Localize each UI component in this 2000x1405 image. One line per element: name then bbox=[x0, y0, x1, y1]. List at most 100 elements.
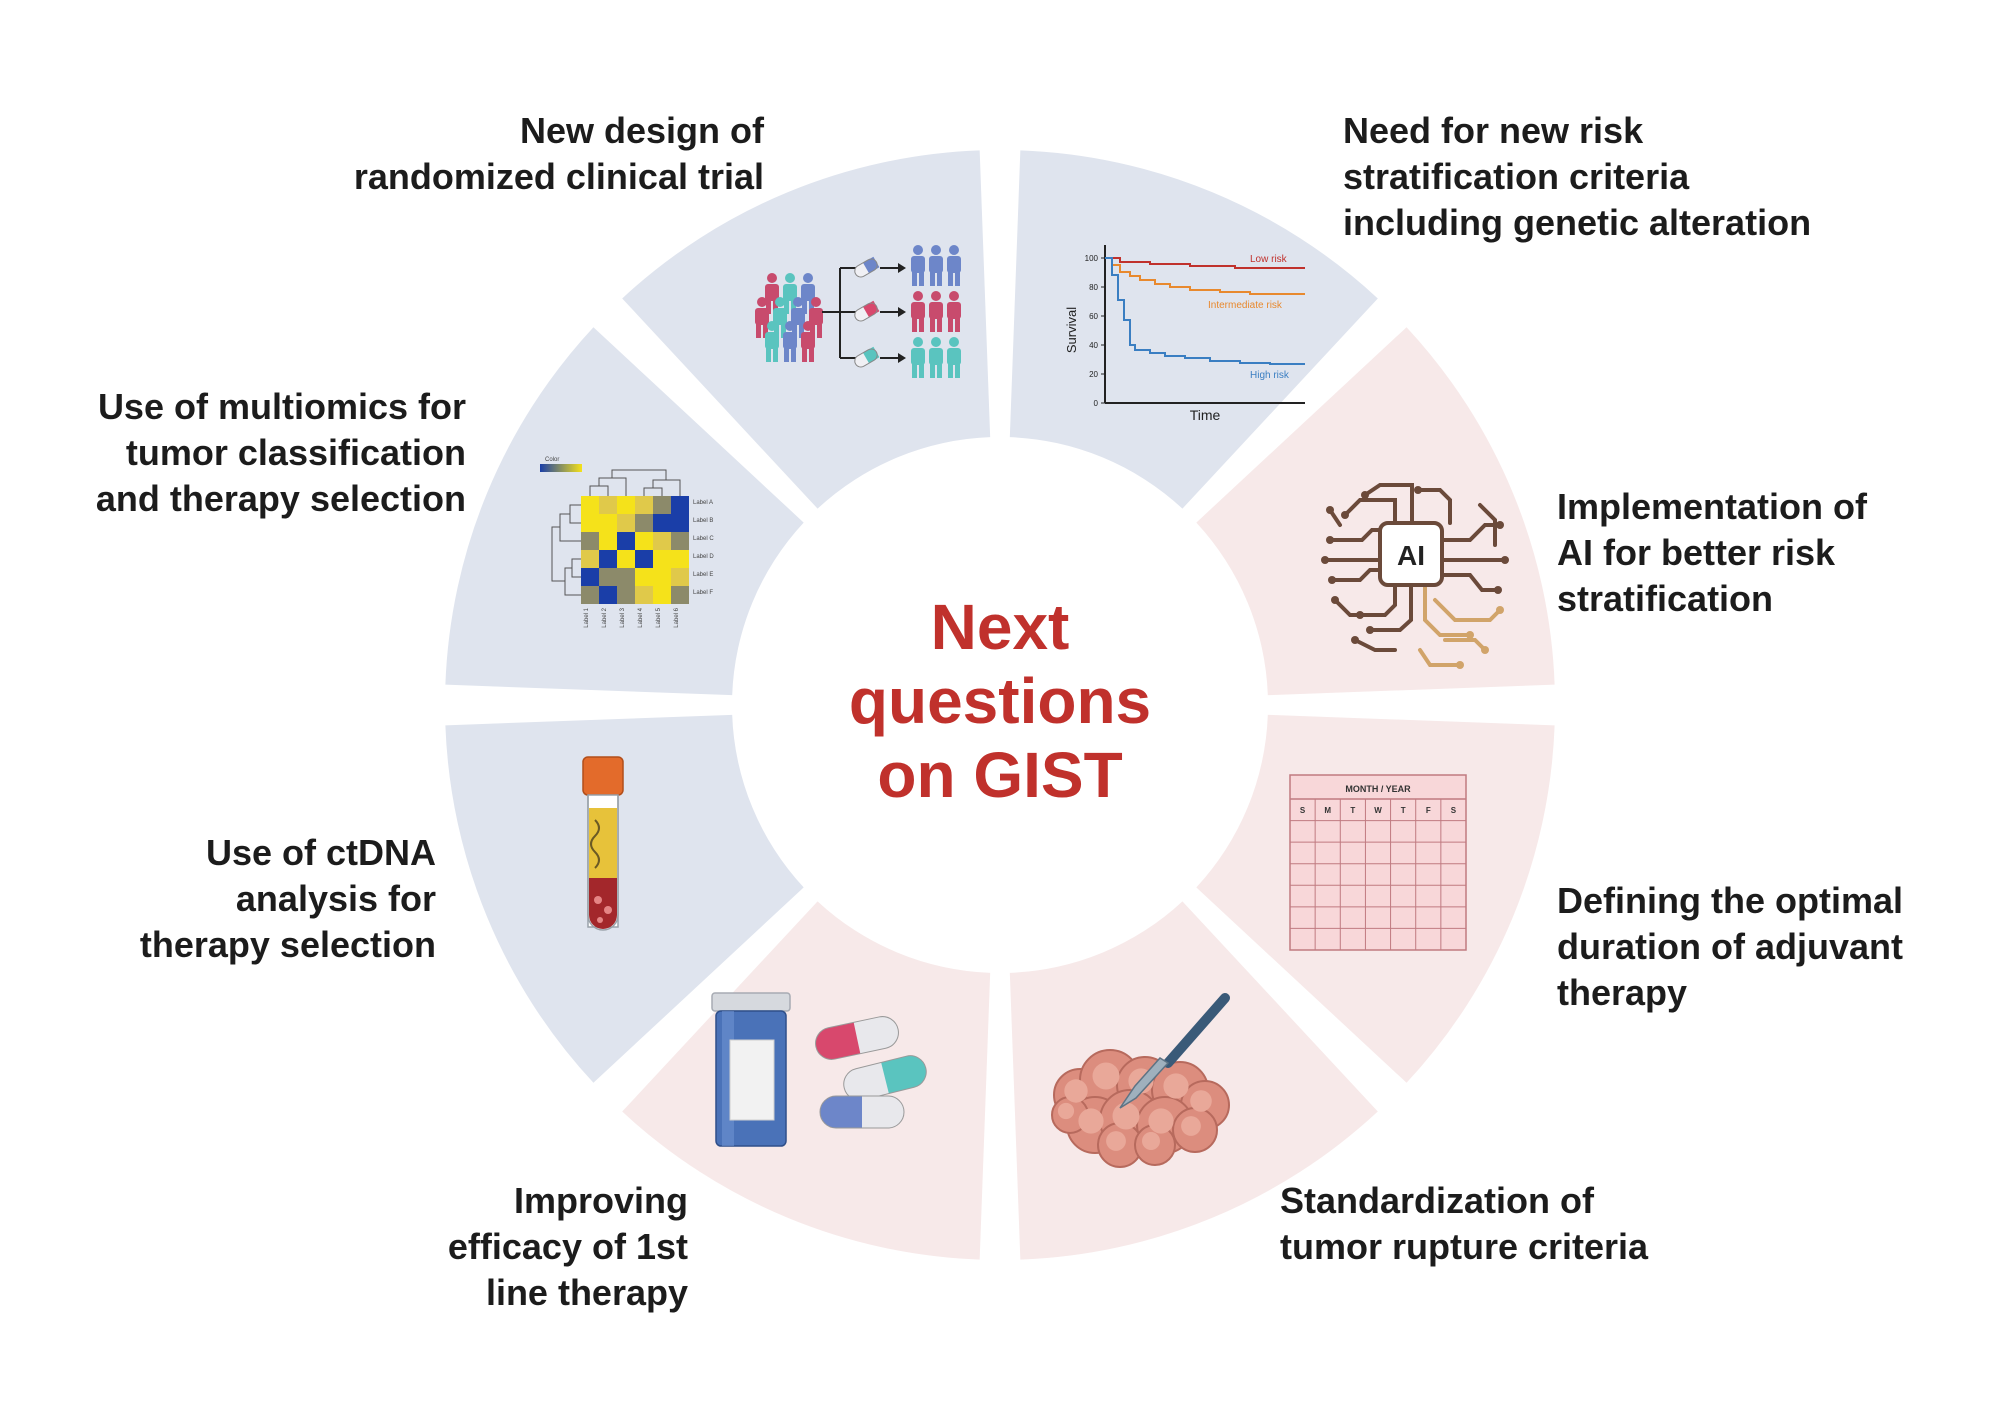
ai-brain-icon: AI bbox=[1321, 483, 1509, 669]
person-icon bbox=[911, 291, 925, 332]
heatmap-col-label: Label 3 bbox=[620, 607, 626, 627]
calendar-day-label: F bbox=[1426, 806, 1431, 815]
heatmap-color-label: Color bbox=[545, 457, 559, 463]
heatmap-cell bbox=[635, 532, 653, 550]
survival-tick-label: 0 bbox=[1094, 399, 1099, 408]
heatmap-cell bbox=[617, 568, 635, 586]
person-icon bbox=[801, 321, 815, 362]
heatmap-col-label: Label 5 bbox=[656, 607, 662, 627]
heatmap-cell bbox=[581, 586, 599, 604]
heatmap-cell bbox=[599, 532, 617, 550]
heatmap-cell bbox=[671, 514, 689, 532]
heatmap-cell bbox=[599, 514, 617, 532]
survival-tick-label: 100 bbox=[1085, 254, 1099, 263]
label-ctdna: Use of ctDNA analysis for therapy select… bbox=[140, 830, 436, 968]
time-axis-label: Time bbox=[1190, 407, 1221, 423]
scalpel-icon bbox=[1119, 993, 1230, 1109]
person-icon bbox=[765, 321, 779, 362]
label-adjuvant-duration: Defining the optimal duration of adjuvan… bbox=[1557, 878, 1903, 1016]
calendar-day-label: T bbox=[1350, 806, 1355, 815]
heatmap-cell bbox=[617, 550, 635, 568]
label-line: and therapy selection bbox=[95, 478, 466, 519]
survival-tick-label: 20 bbox=[1089, 370, 1098, 379]
heatmap-col-label: Label 6 bbox=[674, 607, 680, 627]
label-line: Implementation of bbox=[1557, 486, 1868, 527]
label-line: line therapy bbox=[485, 1272, 688, 1313]
heatmap-cell bbox=[617, 496, 635, 514]
person-icon bbox=[765, 273, 779, 314]
center-title: Next questions on GIST bbox=[800, 590, 1200, 812]
heatmap-cell bbox=[653, 568, 671, 586]
person-icon bbox=[911, 337, 925, 378]
sector-risk-criteria bbox=[1196, 327, 1555, 696]
heatmap-cell bbox=[671, 496, 689, 514]
label-line: tumor classification bbox=[125, 432, 466, 473]
heatmap-cell bbox=[599, 496, 617, 514]
label-randomized-trial: New design of randomized clinical trial bbox=[354, 108, 764, 200]
sector-randomized-trial bbox=[1009, 150, 1378, 509]
heatmap-row-label: Label D bbox=[693, 554, 714, 560]
survival-axis-label: Survival bbox=[1064, 307, 1079, 353]
label-line: including genetic alteration bbox=[1343, 202, 1812, 243]
calendar-header: MONTH / YEAR bbox=[1345, 784, 1411, 794]
heatmap-cell bbox=[599, 568, 617, 586]
label-line: randomized clinical trial bbox=[353, 156, 764, 197]
high-risk-curve bbox=[1105, 257, 1305, 365]
heatmap-row-label: Label C bbox=[693, 536, 714, 542]
high-risk-label: High risk bbox=[1250, 370, 1290, 381]
label-line: Need for new risk bbox=[1343, 110, 1644, 151]
person-icon bbox=[947, 337, 961, 378]
heatmap-row-label: Label F bbox=[693, 590, 713, 596]
label-rupture-criteria: Standardization of tumor rupture criteri… bbox=[1280, 1178, 1648, 1270]
label-line: Use of ctDNA bbox=[205, 832, 436, 873]
tumor-scalpel-icon bbox=[1051, 993, 1230, 1168]
heatmap-cell bbox=[617, 586, 635, 604]
heatmap-row-label: Label B bbox=[693, 518, 713, 524]
label-risk-criteria: Need for new risk stratification criteri… bbox=[1343, 108, 1811, 246]
heatmap-cell bbox=[635, 568, 653, 586]
label-line: therapy selection bbox=[139, 924, 436, 965]
person-icon bbox=[755, 297, 769, 338]
intermediate-risk-curve bbox=[1105, 257, 1305, 295]
heatmap-cell bbox=[599, 550, 617, 568]
heatmap-cell bbox=[581, 550, 599, 568]
label-ai-risk: Implementation of AI for better risk str… bbox=[1557, 484, 1867, 622]
patient-randomization-icon bbox=[755, 245, 961, 378]
heatmap-cell bbox=[671, 568, 689, 586]
calendar-day-label: T bbox=[1401, 806, 1406, 815]
person-icon bbox=[809, 297, 823, 338]
label-first-line: Improving efficacy of 1st line therapy bbox=[448, 1178, 688, 1316]
heatmap-cell bbox=[653, 550, 671, 568]
center-title-line-3: on GIST bbox=[877, 739, 1123, 811]
person-icon bbox=[947, 245, 961, 286]
heatmap-cell bbox=[581, 568, 599, 586]
ai-chip-label: AI bbox=[1397, 540, 1425, 571]
survival-tick-label: 80 bbox=[1089, 283, 1098, 292]
label-line: tumor rupture criteria bbox=[1280, 1226, 1649, 1267]
heatmap-cell bbox=[653, 532, 671, 550]
person-icon bbox=[929, 291, 943, 332]
sector-first-line bbox=[445, 714, 804, 1083]
label-line: stratification criteria bbox=[1343, 156, 1690, 197]
heatmap-cell bbox=[635, 514, 653, 532]
label-line: therapy bbox=[1557, 972, 1688, 1013]
heatmap-cell bbox=[581, 496, 599, 514]
heatmap-cell bbox=[653, 514, 671, 532]
label-line: Standardization of bbox=[1280, 1180, 1594, 1221]
heatmap-cell bbox=[599, 586, 617, 604]
label-line: Improving bbox=[513, 1180, 688, 1221]
label-line: duration of adjuvant bbox=[1557, 926, 1903, 967]
heatmap-cell bbox=[617, 514, 635, 532]
calendar-day-label: S bbox=[1300, 806, 1306, 815]
heatmap-cell bbox=[617, 532, 635, 550]
person-icon bbox=[929, 337, 943, 378]
center-title-line-2: questions bbox=[848, 665, 1152, 737]
center-title-line-1: Next bbox=[930, 591, 1070, 663]
person-icon bbox=[801, 273, 815, 314]
blood-tube-icon bbox=[582, 756, 624, 931]
label-line: analysis for bbox=[235, 878, 436, 919]
heatmap-col-label: Label 2 bbox=[602, 607, 608, 627]
